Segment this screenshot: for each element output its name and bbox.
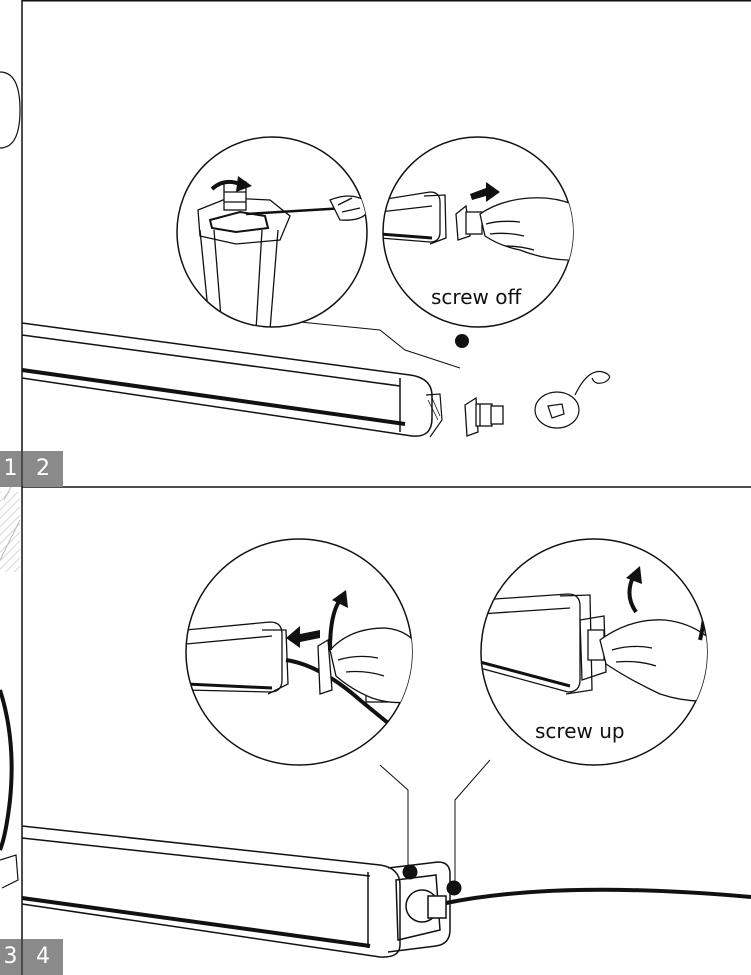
detail-circle-4: screw up (480, 539, 720, 765)
dot-marker-icon (455, 334, 469, 348)
top-tube (22, 323, 442, 437)
bottom-tube (22, 826, 751, 957)
step-badge-3: 3 (0, 939, 21, 975)
small-bag-part (535, 371, 610, 428)
caption-screw-off: screw off (431, 285, 522, 309)
step-badge-4: 4 (23, 939, 63, 975)
top-leader-lines (300, 322, 469, 368)
dot-marker-icon (447, 881, 461, 895)
loose-end-cap-part (465, 398, 503, 436)
step-badge-2: 2 (23, 451, 63, 487)
caption-screw-up: screw up (535, 719, 625, 743)
dot-marker-icon (403, 865, 417, 879)
panel-frame (22, 0, 751, 975)
step-badge-1: 1 (0, 451, 21, 487)
detail-circle-1 (177, 137, 370, 330)
detail-circle-3 (186, 539, 420, 765)
detail-circle-2: screw off (380, 137, 585, 327)
